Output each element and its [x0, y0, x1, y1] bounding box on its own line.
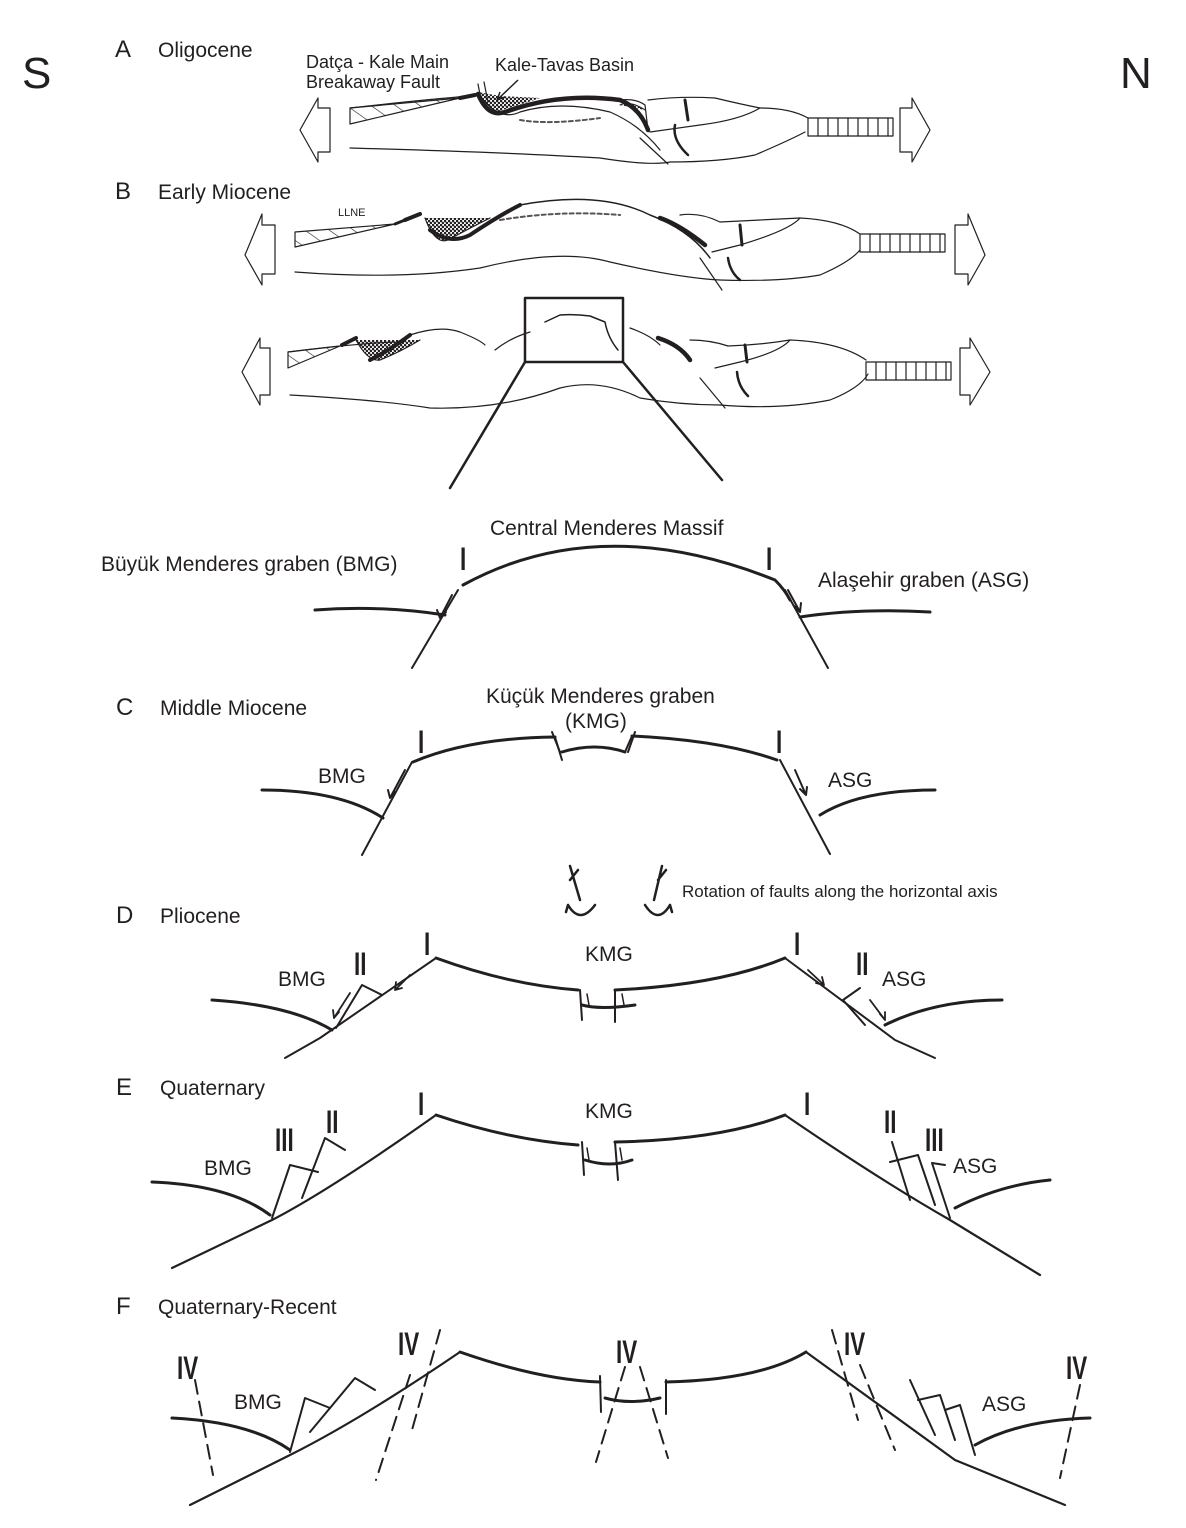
central-menderes-massif-label: Central Menderes Massif [490, 517, 724, 540]
panel-d-section [210, 956, 1004, 1059]
panel-d-fault-i-left: I [424, 926, 431, 962]
striped-block [807, 117, 894, 137]
panel-c-asg-label: ASG [828, 769, 873, 792]
panel-c-bmg-label: BMG [318, 765, 366, 788]
breakaway-fault-label-line1: Datça - Kale Main [306, 52, 450, 72]
panel-b-title: Early Miocene [158, 181, 292, 204]
striped-block [865, 361, 952, 381]
panel-d-fault-i-right: I [794, 926, 801, 962]
rotation-arrow-left-icon [564, 903, 597, 917]
panel-d-fault-ii-left: II [354, 946, 367, 982]
panel-f-letter: F [116, 1293, 131, 1320]
detachment-fault [368, 333, 412, 362]
fault-iv-dashed-lines [194, 1329, 1081, 1481]
inset-connector-left [448, 360, 527, 490]
panel-b2-section [241, 296, 991, 490]
llne-label: LLNE [338, 207, 366, 219]
panel-d-asg-label: ASG [882, 968, 927, 991]
compass-north: N [1120, 49, 1152, 98]
panel-c-fault-i-right: I [776, 724, 783, 760]
panel-e-fault-ii-left: II [326, 1104, 339, 1140]
panel-e-title: Quaternary [160, 1077, 266, 1100]
panel-f-fault-iv-2: IV [398, 1326, 420, 1362]
panel-e-fault-iii-left: III [275, 1122, 294, 1158]
inset-fault-i-left: I [460, 541, 467, 577]
detachment-fault [428, 203, 522, 241]
panel-c-fault-i-left: I [418, 724, 425, 760]
panel-a-letter: A [115, 36, 132, 63]
panel-a-section [299, 81, 931, 165]
panel-f-title: Quaternary-Recent [158, 1296, 337, 1319]
kmg-label-line2: (KMG) [565, 710, 627, 733]
panel-f-fault-iv-5: IV [1066, 1350, 1088, 1386]
inset-connector-right [621, 360, 724, 482]
kale-tavas-basin-label: Kale-Tavas Basin [495, 55, 635, 75]
basin-fill [478, 92, 540, 112]
panel-c-section [260, 731, 937, 856]
detachment-fault [475, 91, 651, 133]
panel-f-section [170, 1329, 1092, 1507]
panel-e-fault-iii-right: III [925, 1122, 944, 1158]
panel-b-section [244, 198, 986, 291]
rotation-symbols [564, 864, 674, 917]
panel-a-title: Oligocene [158, 39, 253, 62]
breakaway-fault-label-line2: Breakaway Fault [306, 72, 441, 92]
panel-e-section [150, 1113, 1052, 1277]
inset-section [313, 544, 932, 669]
alasehir-graben-label: Alaşehir graben (ASG) [818, 569, 1030, 592]
panel-e-letter: E [116, 1074, 133, 1101]
rotation-fault-right-icon [652, 864, 668, 902]
compass-south: S [22, 49, 52, 98]
extension-arrow-right-icon [954, 213, 986, 286]
hatched-unit [294, 223, 396, 248]
panel-d-letter: D [116, 902, 134, 929]
extension-arrow-right-icon [899, 97, 931, 163]
panel-f-fault-iv-3: IV [616, 1334, 638, 1370]
panel-e-fault-ii-right: II [884, 1104, 897, 1140]
panel-e-fault-i-left: I [418, 1086, 425, 1122]
buyuk-menderes-graben-label: Büyük Menderes graben (BMG) [101, 553, 398, 576]
panel-e-kmg-label: KMG [585, 1100, 633, 1123]
extension-arrow-right-icon [959, 337, 991, 406]
panel-d-fault-ii-right: II [856, 946, 869, 982]
panel-e-bmg-label: BMG [204, 1157, 252, 1180]
panel-f-bmg-label: BMG [234, 1391, 282, 1414]
extension-arrow-left-icon [241, 337, 271, 406]
panel-f-fault-iv-4: IV [844, 1326, 866, 1362]
striped-block [859, 233, 946, 253]
panel-d-title: Pliocene [160, 905, 241, 928]
panel-d-kmg-label: KMG [585, 943, 633, 966]
panel-f-fault-iv-1: IV [177, 1350, 199, 1386]
inset-fault-i-right: I [766, 541, 773, 577]
extension-arrow-left-icon [299, 97, 331, 163]
panel-b-letter: B [115, 178, 132, 205]
panel-c-letter: C [116, 694, 134, 721]
panel-e-asg-label: ASG [953, 1155, 998, 1178]
kmg-label-line1: Küçük Menderes graben [486, 685, 715, 708]
rotation-arrow-right-icon [643, 903, 674, 917]
extension-arrow-left-icon [244, 213, 276, 286]
panel-d-bmg-label: BMG [278, 968, 326, 991]
panel-c-title: Middle Miocene [160, 697, 308, 720]
panel-f-asg-label: ASG [982, 1393, 1027, 1416]
panel-e-fault-i-right: I [804, 1086, 811, 1122]
hatched-unit [349, 97, 461, 125]
rotation-fault-left-icon [568, 864, 582, 902]
rotation-note: Rotation of faults along the horizontal … [682, 882, 998, 901]
